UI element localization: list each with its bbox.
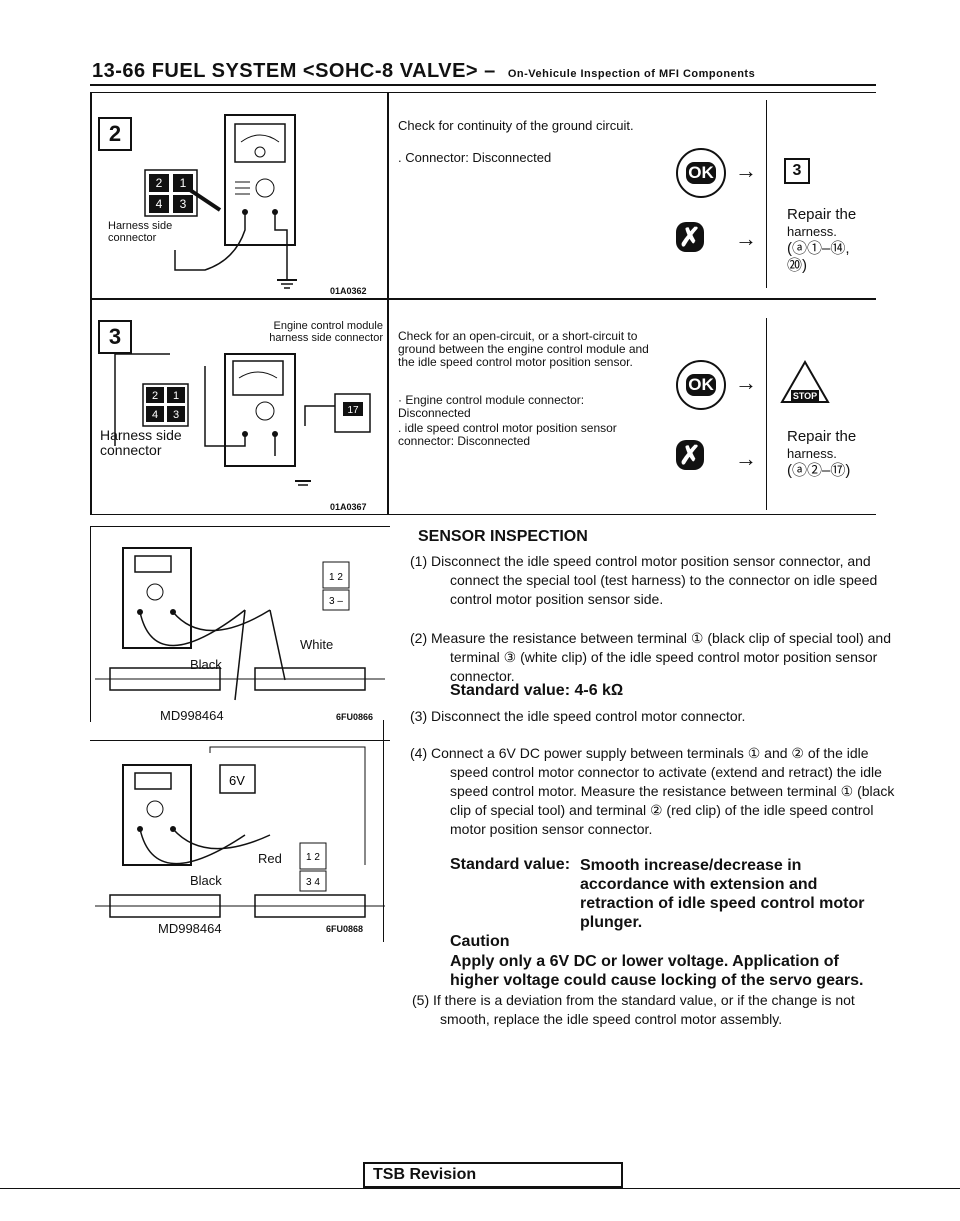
step2-ng-line3: (ⓐ①–⑭,	[787, 240, 850, 257]
page-subtitle: On-Vehicule Inspection of MFI Components	[507, 68, 756, 80]
header-rule	[90, 84, 876, 86]
step3-ng-arrow: →	[735, 446, 757, 471]
table-bottom-border	[90, 514, 876, 515]
step2-ng-badge: ✗	[676, 222, 704, 253]
fig2-right-border	[383, 720, 384, 942]
step3-pin-3: 3	[173, 409, 179, 421]
sensor-step-4: (4) Connect a 6V DC power supply between…	[410, 745, 895, 837]
caution-text: Apply only a 6V DC or lower voltage. App…	[450, 953, 864, 989]
page-header: 13-66 FUEL SYSTEM <SOHC-8 VALVE> – On-Ve…	[92, 60, 755, 83]
fig2-part-number: MD998464	[158, 921, 222, 936]
step3-ng-line2: harness.	[787, 446, 837, 461]
step2-pin-2: 2	[156, 176, 163, 190]
step3-harness-text: Harness side connector	[100, 427, 182, 458]
step3-ng-line3: (ⓐ②–⑰)	[787, 462, 851, 479]
step3-number: 3	[98, 320, 132, 354]
step3-ng-action: Repair the harness. (ⓐ②–⑰)	[787, 428, 856, 479]
fig1-pin-1: 1	[329, 572, 335, 583]
fig2-diagram: 1 2 3 4 6V	[95, 746, 385, 918]
fig1-pin-4: –	[337, 596, 343, 607]
step2-pin-4: 4	[156, 197, 163, 211]
step3-ecm-label: Engine control module harness side conne…	[269, 320, 383, 344]
fig1-left-border	[90, 526, 91, 722]
step2-ng-line2: harness.	[787, 224, 837, 239]
step2-connector-note: . Connector: Disconnected	[398, 150, 552, 165]
step2-harness-label: Harness side connector	[108, 220, 173, 244]
sensor-step-1: (1) Disconnect the idle speed control mo…	[410, 553, 878, 607]
step3-ok-badge: OK	[676, 360, 726, 410]
step2-ng-arrow: →	[735, 226, 757, 251]
fig1-pin-3: 3	[329, 596, 335, 607]
step3-ng-line1: Repair the	[787, 428, 857, 445]
step3-bullet2: . idle speed control motor position sens…	[398, 421, 617, 448]
table-left-border	[90, 93, 92, 515]
fig2-pin-34: 3 4	[306, 877, 320, 888]
step2-next-step: 3	[784, 158, 810, 184]
step3-diagram: 17 2 1 4 3	[114, 353, 371, 486]
step3-check-text: Check for an open-circuit, or a short-ci…	[398, 329, 649, 369]
stop-icon: STOP	[780, 360, 830, 403]
step3-pin-2: 2	[152, 390, 158, 402]
fig1-part-number: MD998464	[160, 708, 224, 723]
step3-pin-1: 1	[173, 390, 179, 402]
fig1-top-border	[90, 526, 390, 527]
fig1-pin-2: 2	[337, 572, 343, 583]
page-title: 13-66 FUEL SYSTEM <SOHC-8 VALVE> –	[92, 60, 496, 82]
step2-ng-line1: Repair the	[787, 206, 857, 223]
step2-result-divider	[766, 100, 767, 288]
step3-bullet1: · Engine control module connector: Disco…	[398, 393, 585, 420]
tsb-revision-box: TSB Revision	[363, 1162, 623, 1188]
step2-pin-3: 3	[180, 197, 187, 211]
sensor-inspection-title: SENSOR INSPECTION	[418, 528, 588, 545]
fig1-diagram: 1 2 3 –	[95, 547, 385, 701]
table-top-border	[90, 92, 876, 93]
caution-title: Caution	[450, 933, 510, 950]
sensor-step-2: (2) Measure the resistance between termi…	[410, 630, 891, 684]
fig1-white-label: White	[300, 637, 334, 652]
step2-diagram: 2 1 4 3	[144, 114, 297, 289]
step3-result-divider	[766, 318, 767, 510]
step3-pin-17: 17	[347, 405, 359, 416]
standard-value-1: Standard value: 4-6 kΩ	[450, 682, 624, 699]
fig2-top-border	[90, 740, 390, 741]
step3-harness-label: Harness side connector	[100, 428, 200, 458]
fig2-figure-code: 6FU0868	[326, 924, 364, 934]
step3-ng-badge: ✗	[676, 440, 704, 471]
stop-label: STOP	[793, 391, 817, 401]
fig2-battery-label: 6V	[229, 773, 245, 788]
step3-figure-code: 01A0367	[330, 502, 367, 512]
step2-ok-arrow: →	[735, 158, 757, 183]
fig1-black-label: Black	[190, 657, 222, 672]
fig1-figure-code: 6FU0866	[336, 712, 374, 722]
step2-check-text: Check for continuity of the ground circu…	[398, 118, 634, 133]
step2-ng-line4: ⑳)	[787, 257, 807, 274]
step-separator	[90, 298, 876, 300]
footer-rule	[0, 1188, 960, 1189]
fig2-black-label: Black	[190, 873, 222, 888]
fig1-pin-34: 3 –	[329, 596, 343, 607]
fig2-pin-2: 2	[314, 852, 320, 863]
step2-pin-1: 1	[180, 176, 187, 190]
step2-ok-badge: OK	[676, 148, 726, 198]
sensor-step-5: (5) If there is a deviation from the sta…	[412, 992, 855, 1027]
tsb-revision-label: TSB Revision	[373, 1166, 477, 1183]
fig2-pin-4: 4	[314, 877, 320, 888]
fig2-red-label: Red	[258, 851, 282, 866]
ok-label: OK	[686, 374, 716, 396]
fig1-pin-12: 1 2	[329, 572, 343, 583]
step2-ng-action: Repair the harness. (ⓐ①–⑭, ⑳)	[787, 206, 856, 274]
step3-ok-arrow: →	[735, 370, 757, 395]
ok-label: OK	[686, 162, 716, 184]
sensor-step-3: (3) Disconnect the idle speed control mo…	[410, 708, 746, 724]
step2-number: 2	[98, 117, 132, 151]
fig2-pin-1: 1	[306, 852, 312, 863]
step3-pin-4: 4	[152, 409, 158, 421]
standard-value-2-text: Smooth increase/decrease in accordance w…	[580, 857, 865, 931]
table-divider	[387, 93, 389, 515]
standard-value-2-label: Standard value:	[450, 856, 571, 873]
step2-figure-code: 01A0362	[330, 286, 367, 296]
fig2-pin-12: 1 2	[306, 852, 320, 863]
fig2-pin-3: 3	[306, 877, 312, 888]
